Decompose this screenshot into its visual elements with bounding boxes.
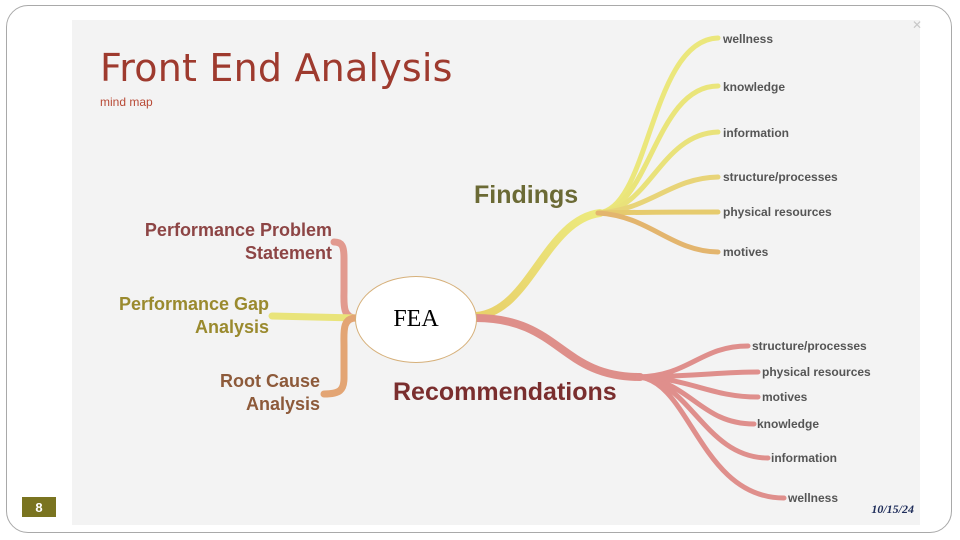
recommendations-leaf-motives[interactable]: motives xyxy=(762,390,808,404)
findings-branch-motives xyxy=(595,210,721,255)
performance-problem-statement-node[interactable]: Performance Problem Statement xyxy=(145,219,332,265)
slide-title: Front End Analysis xyxy=(100,46,453,90)
recommendations-branch-wellness xyxy=(635,374,787,501)
node-label-line2: Statement xyxy=(244,243,332,263)
recommendations-node[interactable]: Recommendations xyxy=(393,378,617,406)
recommendations-leaf-knowledge[interactable]: knowledge xyxy=(757,417,820,431)
findings-node[interactable]: Findings xyxy=(474,181,579,209)
findings-branch-wellness xyxy=(595,35,721,216)
findings-branch-physical xyxy=(595,209,721,216)
findings-trunk xyxy=(472,209,604,320)
slide-frame xyxy=(6,5,952,533)
findings-leaf-branches xyxy=(595,35,721,255)
recommendations-leaf-wellness[interactable]: wellness xyxy=(788,491,839,505)
findings-leaf-information[interactable]: information xyxy=(723,126,789,140)
center-node-fea[interactable]: FEA xyxy=(355,276,477,363)
findings-leaf-knowledge[interactable]: knowledge xyxy=(723,80,786,94)
recommendations-leaf-branches xyxy=(635,343,787,501)
slide-number-badge: 8 xyxy=(22,497,56,517)
slide-date: 10/15/24 xyxy=(871,502,914,516)
findings-leaf-wellness[interactable]: wellness xyxy=(723,32,774,46)
node-label-line2: Analysis xyxy=(245,394,320,414)
mind-map-canvas xyxy=(72,20,920,525)
node-label-line2: Analysis xyxy=(194,317,269,337)
left-branch-root-cause xyxy=(320,314,360,398)
findings-leaf-structure-processes[interactable]: structure/processes xyxy=(723,170,838,184)
performance-gap-analysis-node[interactable]: Performance Gap Analysis xyxy=(119,293,269,339)
recommendations-leaf-structure-processes[interactable]: structure/processes xyxy=(752,339,867,353)
node-label-line1: Root Cause xyxy=(219,371,320,391)
node-label-line1: Performance Gap xyxy=(118,294,269,314)
left-branch-performance-gap xyxy=(268,312,360,322)
findings-leaf-physical-resources[interactable]: physical resources xyxy=(723,205,832,219)
recommendations-leaf-physical-resources[interactable]: physical resources xyxy=(762,365,871,379)
corner-mark-icon: ✕ xyxy=(912,18,923,32)
left-branch-performance-problem xyxy=(330,238,360,322)
findings-leaf-motives[interactable]: motives xyxy=(723,245,769,259)
root-cause-analysis-node[interactable]: Root Cause Analysis xyxy=(220,370,320,416)
slide-subtitle: mind map xyxy=(100,95,153,109)
recommendations-leaf-information[interactable]: information xyxy=(771,451,837,465)
recommendations-trunk xyxy=(472,314,644,381)
node-label-line1: Performance Problem xyxy=(144,220,332,240)
